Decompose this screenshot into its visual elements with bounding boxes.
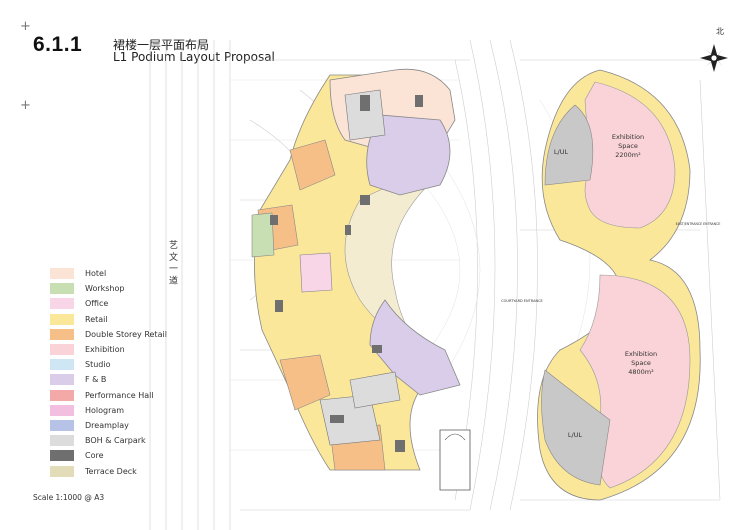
- double-storey-retail-nw: [289, 139, 336, 191]
- legend-item: Studio: [50, 357, 167, 372]
- lul-south-label: L/UL: [568, 431, 583, 439]
- legend-label: Terrace Deck: [85, 466, 137, 476]
- legend-label: Performance Hall: [85, 390, 154, 400]
- road-label: 艺 文 一 道: [167, 240, 178, 286]
- legend-item: Hotel: [50, 266, 167, 281]
- boh-band-north: [344, 89, 386, 141]
- legend-label: Core: [85, 451, 104, 461]
- legend-item: BOH & Carpark: [50, 433, 167, 448]
- legend-swatch: [50, 313, 74, 325]
- legend-swatch: [50, 435, 74, 447]
- legend: Hotel Workshop Office Retail Double Stor…: [50, 266, 167, 479]
- legend-item: Terrace Deck: [50, 463, 167, 478]
- legend-item: Dreamplay: [50, 418, 167, 433]
- exhibition-space-north: [584, 81, 676, 229]
- legend-label: Exhibition: [85, 345, 125, 355]
- legend-swatch: [50, 359, 74, 371]
- legend-label: Retail: [85, 314, 108, 324]
- crosshair-mark-top: +: [20, 19, 31, 34]
- north-arrow: [700, 44, 728, 72]
- legend-swatch: [50, 465, 74, 477]
- exhibition-north-label: Exhibition: [612, 133, 644, 141]
- legend-label: Workshop: [85, 284, 125, 294]
- legend-swatch: [50, 389, 74, 401]
- courtyard-entrance-label: COURTYARD ENTRANCE: [501, 299, 543, 303]
- legend-swatch: [50, 450, 74, 462]
- legend-item: Workshop: [50, 281, 167, 296]
- loading-area-north: [544, 104, 594, 186]
- scale-note: Scale 1:1000 @ A3: [33, 493, 105, 502]
- legend-item: F & B: [50, 372, 167, 387]
- legend-swatch: [50, 344, 74, 356]
- fnb-block-south: [369, 299, 461, 396]
- legend-label: Hologram: [85, 405, 125, 415]
- office-block: [299, 252, 333, 293]
- exhibition-north-label-2: Space: [618, 142, 638, 150]
- legend-item: Double Storey Retail: [50, 327, 167, 342]
- legend-label: F & B: [85, 375, 107, 385]
- section-number: 6.1.1: [33, 33, 83, 56]
- double-storey-retail-sw: [279, 354, 331, 411]
- boh-band-east: [349, 371, 401, 409]
- legend-label: Hotel: [85, 269, 107, 279]
- legend-item: Retail: [50, 312, 167, 327]
- legend-label: Double Storey Retail: [85, 329, 167, 339]
- legend-swatch: [50, 374, 74, 386]
- workshop-block: [251, 212, 275, 258]
- site-linework: [149, 39, 721, 530]
- legend-label: Studio: [85, 360, 111, 370]
- exhibition-south-label: Exhibition: [625, 350, 657, 358]
- exhibition-south-size: 4800m²: [628, 368, 654, 376]
- legend-swatch: [50, 404, 74, 416]
- lul-north-label: L/UL: [554, 148, 569, 156]
- exhibition-north-size: 2200m²: [615, 151, 641, 159]
- east-entrance-label: EAST/ENTRANCE ENTRANCE: [676, 222, 721, 226]
- fnb-block-north: [366, 114, 451, 196]
- legend-swatch: [50, 268, 74, 280]
- legend-swatch: [50, 419, 74, 431]
- north-label: 北: [716, 27, 724, 36]
- legend-swatch: [50, 283, 74, 295]
- loading-area-south: [541, 369, 611, 486]
- legend-swatch: [50, 298, 74, 310]
- legend-item: Office: [50, 296, 167, 311]
- title-english: L1 Podium Layout Proposal: [113, 50, 275, 64]
- crosshair-mark-mid: +: [20, 98, 31, 113]
- legend-swatch: [50, 328, 74, 340]
- core-blocks: [270, 95, 423, 452]
- title-chinese: 裙楼一层平面布局: [113, 38, 210, 52]
- exhibition-south-label-2: Space: [631, 359, 651, 367]
- legend-item: Core: [50, 448, 167, 463]
- south-entry-arch: [439, 429, 471, 491]
- legend-item: Hologram: [50, 403, 167, 418]
- legend-item: Performance Hall: [50, 388, 167, 403]
- legend-item: Exhibition: [50, 342, 167, 357]
- legend-label: Office: [85, 299, 109, 309]
- legend-label: Dreamplay: [85, 420, 129, 430]
- legend-label: BOH & Carpark: [85, 436, 146, 446]
